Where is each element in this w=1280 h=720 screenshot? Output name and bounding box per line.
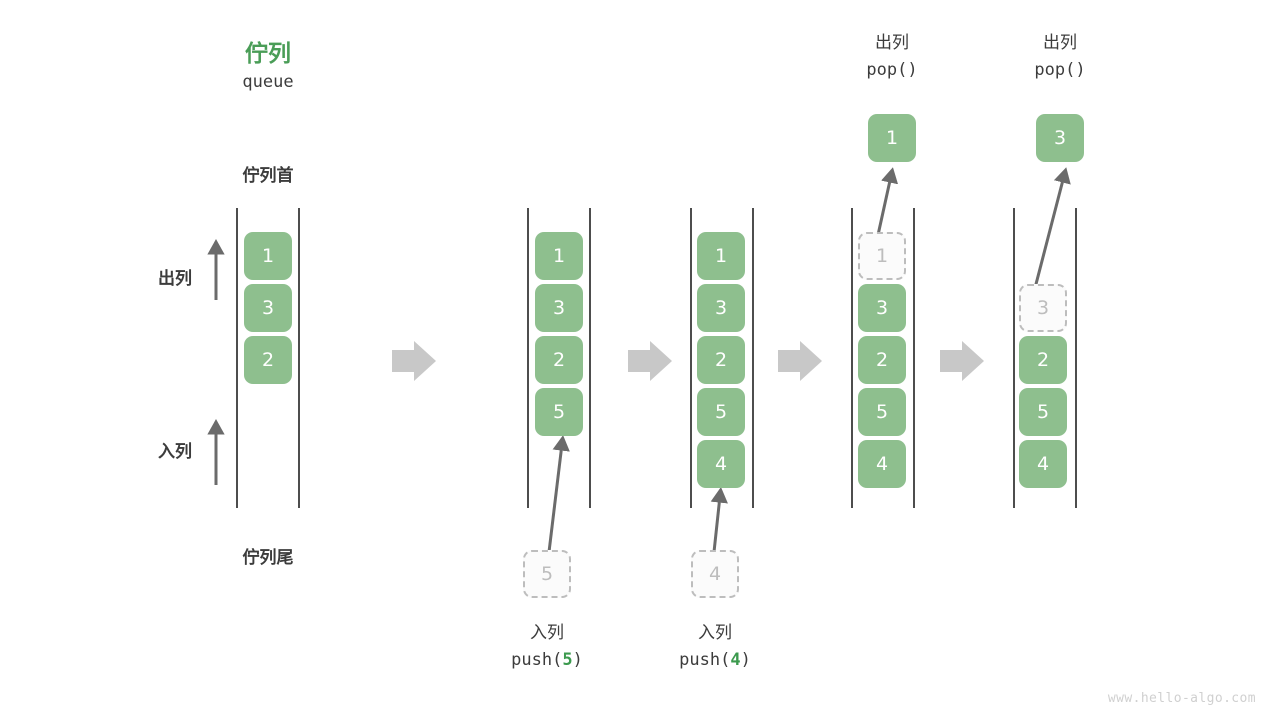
rail-left xyxy=(527,208,529,508)
dequeue-direction-label: 出列 xyxy=(158,269,192,289)
pop-3-arrow xyxy=(1033,167,1071,289)
rail-left xyxy=(1013,208,1015,508)
pop-3-caption-cn: 出列 xyxy=(1043,33,1077,53)
push-5-arg: 5 xyxy=(562,650,573,670)
queue-cell: 5 xyxy=(697,388,745,436)
page-title-en: queue xyxy=(242,72,294,92)
pop-1-arrow xyxy=(876,167,899,236)
queue-cell: 3 xyxy=(535,284,583,332)
push-4-caption-code: push(4) xyxy=(679,650,751,670)
pop-3-caption: 出列 pop() xyxy=(960,30,1160,84)
push-5-caption-code: push(5) xyxy=(511,650,583,670)
incoming-ghost-cell: 4 xyxy=(691,550,739,598)
push-5-caption-cn: 入列 xyxy=(530,623,564,643)
push-5-arrow xyxy=(547,435,570,553)
queue-cell: 3 xyxy=(244,284,292,332)
push-4-caption-cn: 入列 xyxy=(698,623,732,643)
queue-tail-label: 佇列尾 xyxy=(242,548,294,568)
rail-right xyxy=(589,208,591,508)
queue-cell-ghost: 3 xyxy=(1019,284,1067,332)
queue-cell: 2 xyxy=(697,336,745,384)
queue-cell: 3 xyxy=(697,284,745,332)
queue-cell-ghost: 1 xyxy=(858,232,906,280)
queue-cell: 1 xyxy=(244,232,292,280)
push-5-caption: 入列 push(5) xyxy=(447,620,647,674)
pop-1-caption-code: pop() xyxy=(866,60,918,80)
queue-cell: 4 xyxy=(1019,440,1067,488)
watermark: www.hello-algo.com xyxy=(1107,691,1256,706)
pop-1-caption-cn: 出列 xyxy=(875,33,909,53)
queue-cell: 2 xyxy=(858,336,906,384)
queue-cell: 4 xyxy=(858,440,906,488)
rail-left xyxy=(236,208,238,508)
queue-cell: 5 xyxy=(1019,388,1067,436)
enqueue-direction-label: 入列 xyxy=(158,442,192,462)
queue-head-label: 佇列首 xyxy=(242,166,294,186)
rail-right xyxy=(298,208,300,508)
push-4-arrow xyxy=(710,487,728,553)
queue-cell: 5 xyxy=(858,388,906,436)
page-title-cn: 佇列 xyxy=(245,41,291,67)
push-4-caption: 入列 push(4) xyxy=(615,620,815,674)
queue-cell: 3 xyxy=(858,284,906,332)
queue-cell: 1 xyxy=(697,232,745,280)
incoming-ghost-cell: 5 xyxy=(523,550,571,598)
rail-left xyxy=(690,208,692,508)
queue-cell: 1 xyxy=(535,232,583,280)
rail-right xyxy=(913,208,915,508)
rail-right xyxy=(752,208,754,508)
queue-cell: 2 xyxy=(1019,336,1067,384)
queue-cell: 4 xyxy=(697,440,745,488)
queue-cell: 5 xyxy=(535,388,583,436)
pop-3-caption-code: pop() xyxy=(1034,60,1086,80)
queue-cell: 2 xyxy=(244,336,292,384)
rail-right xyxy=(1075,208,1077,508)
pop-1-caption: 出列 pop() xyxy=(792,30,992,84)
operation-arrows xyxy=(547,167,1071,553)
queue-cell: 2 xyxy=(535,336,583,384)
rail-left xyxy=(851,208,853,508)
push-4-arg: 4 xyxy=(730,650,741,670)
popped-cell: 3 xyxy=(1036,114,1084,162)
popped-cell: 1 xyxy=(868,114,916,162)
